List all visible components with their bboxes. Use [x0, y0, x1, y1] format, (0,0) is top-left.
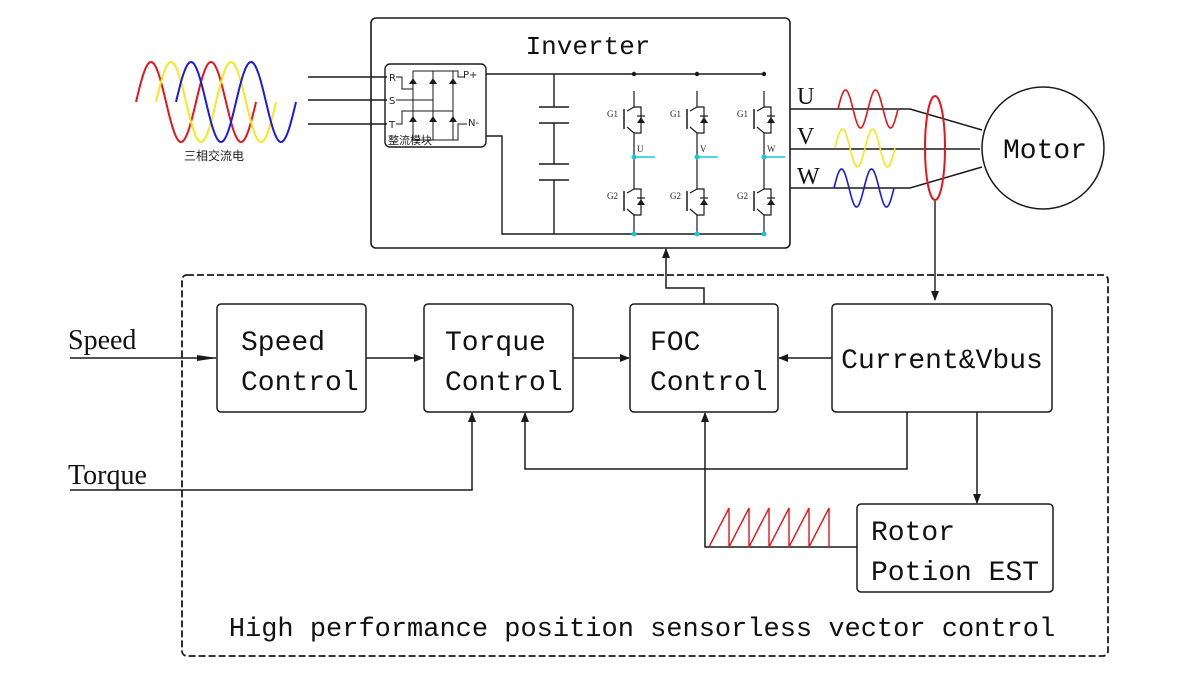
current-to-torque-feedback — [521, 412, 908, 470]
motor-label: Motor — [1003, 136, 1087, 167]
three-phase-source: 三相交流电 — [135, 60, 297, 163]
speed-control-line2: Control — [241, 368, 359, 399]
output-w-wave — [833, 168, 895, 208]
current-vbus-block[interactable]: Current&Vbus — [831, 303, 1053, 413]
source-caption: 三相交流电 — [184, 148, 244, 163]
phase-node — [761, 154, 767, 160]
output-phase-v: V — [797, 124, 815, 150]
rectifier-input-s: S — [389, 96, 395, 107]
sawtooth-angle-icon — [708, 507, 830, 548]
torque-input-label: Torque — [68, 460, 147, 491]
leg-phase-label: U — [637, 144, 644, 154]
speed-control-line1: Speed — [241, 328, 325, 359]
speed-control-block[interactable]: Speed Control — [216, 303, 367, 413]
bus-node — [761, 71, 767, 77]
gate-label: G2 — [607, 191, 618, 201]
dc-bus — [486, 73, 764, 235]
foc-control-line2: Control — [650, 368, 768, 399]
phase-t-wave — [175, 60, 297, 144]
gate-label: G2 — [737, 191, 748, 201]
output-u-wave — [837, 89, 899, 129]
rotor-est-block[interactable]: Rotor Potion EST — [856, 503, 1054, 593]
rectifier-input-r: R — [389, 73, 396, 84]
bus-node — [631, 231, 637, 237]
signal-connections — [70, 248, 981, 548]
leg-phase-label: W — [767, 144, 776, 154]
diodes — [409, 78, 457, 122]
bus-node — [694, 231, 700, 237]
output-v-wave — [834, 128, 896, 168]
inverter-box — [370, 17, 791, 249]
phase-node — [631, 154, 637, 160]
inverter-leg-w: G1W G2 — [737, 71, 785, 237]
rotor-est-line2: Potion EST — [871, 558, 1039, 589]
gate-label: G1 — [607, 109, 618, 119]
phase-r-wave — [135, 60, 257, 144]
inverter-leg-v: G1V G2 — [670, 71, 718, 237]
inverter-leg-u: G1U G2 — [607, 71, 655, 237]
bus-node — [694, 71, 700, 77]
rectifier-output-p: P+ — [463, 70, 477, 81]
rectifier-output-n: N- — [468, 118, 479, 129]
inverter-title: Inverter — [526, 32, 651, 62]
phase-node — [694, 154, 700, 160]
torque-control-block[interactable]: Torque Control — [423, 303, 574, 413]
foc-to-inverter-arrow — [662, 248, 705, 304]
rectifier-input-t: T — [388, 120, 396, 131]
rectifier-caption: 整流模块 — [388, 133, 432, 147]
motor-icon — [981, 86, 1105, 210]
bus-node — [631, 71, 637, 77]
control-group-caption: High performance position sensorless vec… — [229, 615, 1055, 645]
foc-control-line1: FOC — [650, 328, 700, 359]
bus-node — [761, 231, 767, 237]
rotor-to-foc-arrow — [701, 412, 857, 548]
current-vbus-label: Current&Vbus — [841, 346, 1043, 377]
igbt-legs: G1U G2 G1V G2 G1W G2 — [607, 71, 785, 237]
phase-s-wave — [155, 60, 277, 144]
supply-lines — [308, 76, 387, 125]
foc-control-block[interactable]: FOC Control — [629, 303, 779, 413]
torque-control-line1: Torque — [445, 328, 546, 359]
torque-input-arrow — [70, 412, 476, 491]
control-group-box — [181, 274, 1109, 657]
gate-label: G2 — [670, 191, 681, 201]
speed-input-label: Speed — [68, 325, 136, 356]
output-phase-u: U — [797, 84, 814, 110]
torque-control-line2: Control — [445, 368, 563, 399]
rotor-est-line1: Rotor — [871, 518, 955, 549]
current-sensor-icon — [924, 95, 946, 201]
gate-label: G1 — [737, 109, 748, 119]
leg-phase-label: V — [700, 144, 707, 154]
rectifier-module: R S T P+ N- 整流模块 — [384, 63, 487, 148]
output-phase-w: W — [797, 164, 820, 190]
gate-label: G1 — [670, 109, 681, 119]
output-lines — [790, 108, 983, 189]
